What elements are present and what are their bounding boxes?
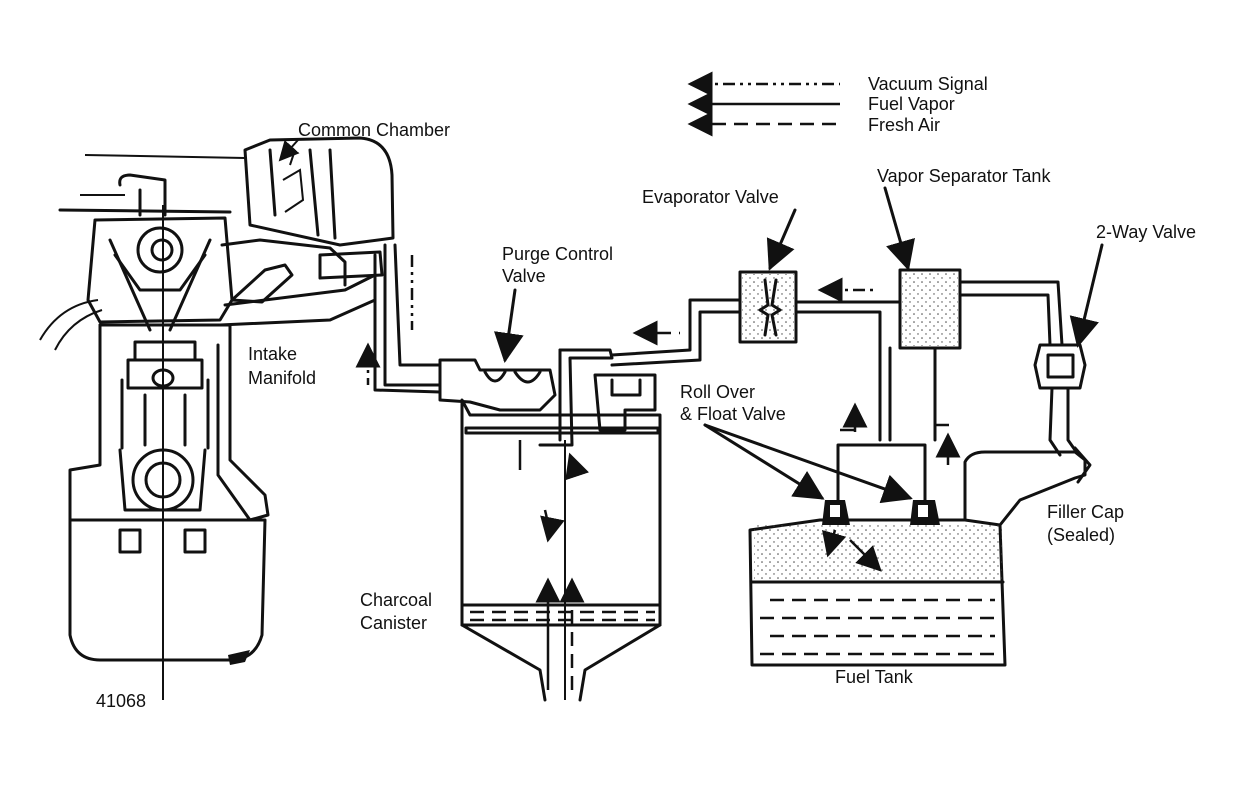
label-filler-cap-line2: (Sealed) (1047, 525, 1115, 545)
label-purge-control-valve-line2: Valve (502, 266, 546, 286)
legend-fuel-vapor: Fuel Vapor (868, 94, 955, 114)
label-intake-manifold-line1: Intake (248, 344, 297, 364)
figure-number: 41068 (96, 691, 146, 711)
label-fuel-tank: Fuel Tank (835, 667, 914, 687)
label-two-way-valve: 2-Way Valve (1096, 222, 1196, 242)
legend-fresh-air: Fresh Air (868, 115, 940, 135)
common-chamber (218, 136, 395, 327)
vapor-separator-tank (840, 268, 1064, 465)
label-charcoal-canister-line1: Charcoal (360, 590, 432, 610)
label-filler-cap-line1: Filler Cap (1047, 502, 1124, 522)
legend-vacuum-signal: Vacuum Signal (868, 74, 988, 94)
label-charcoal-canister-line2: Canister (360, 613, 427, 633)
label-purge-control-valve-line1: Purge Control (502, 244, 613, 264)
filler-neck (963, 446, 1092, 527)
legend: Vacuum Signal Fuel Vapor Fresh Air (687, 71, 988, 137)
label-vapor-separator-tank: Vapor Separator Tank (877, 166, 1051, 186)
engine (39, 154, 270, 700)
vacuum-and-vapor-lines (355, 243, 442, 394)
fuel-tank (748, 443, 1007, 667)
charcoal-canister (438, 348, 662, 702)
evaporator-valve (738, 270, 902, 442)
two-way-valve (1033, 343, 1087, 457)
label-roll-over-line1: Roll Over (680, 382, 755, 402)
label-evaporator-valve: Evaporator Valve (642, 187, 779, 207)
label-roll-over-line2: & Float Valve (680, 404, 786, 424)
label-common-chamber: Common Chamber (298, 120, 450, 140)
vapor-line-to-evaporator (610, 298, 742, 367)
label-intake-manifold-line2: Manifold (248, 368, 316, 388)
